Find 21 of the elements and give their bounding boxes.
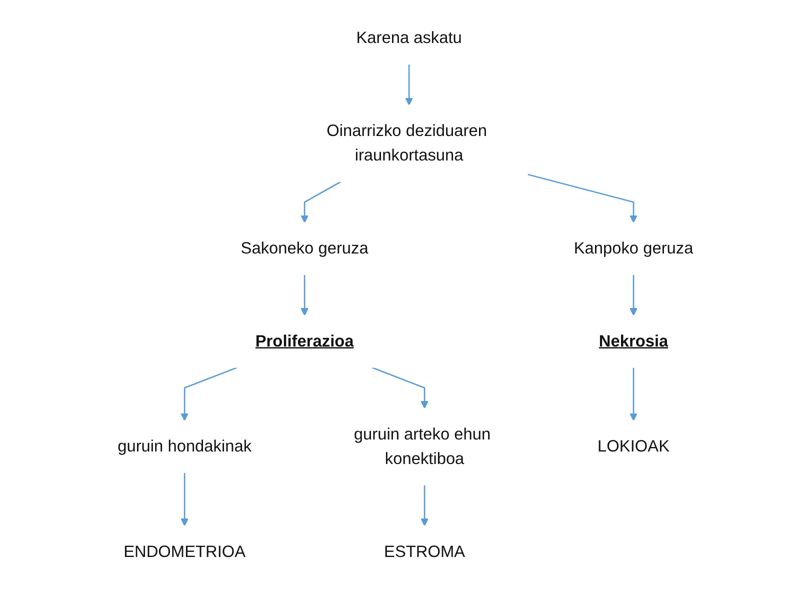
arrow	[404, 64, 413, 106]
arrow	[420, 484, 428, 526]
arrow	[629, 274, 638, 316]
arrow	[300, 181, 341, 223]
node-text: Karena askatu	[356, 28, 462, 47]
node-text: ENDOMETRIOA	[123, 542, 246, 560]
node-text: LOKIOAK	[597, 437, 670, 456]
node-text: Kanpoko geruza	[573, 238, 693, 258]
node-text: Proliferazioa	[254, 332, 354, 350]
arrow	[300, 274, 308, 316]
node-text: Nekrosia	[598, 332, 668, 350]
node-text: Sakoneko geruza	[240, 238, 368, 258]
arrow	[180, 472, 188, 526]
arrow	[526, 174, 638, 223]
node-text: guruin arteko ehun konektiboa	[354, 424, 490, 468]
arrow	[370, 366, 428, 409]
arrow	[180, 366, 238, 421]
node-text: ESTROMA	[384, 542, 465, 560]
node-text: Oinarrizko deziduaren iraunkortasuna	[326, 122, 487, 164]
arrow	[629, 367, 638, 421]
node-text: guruin hondakinak	[117, 437, 252, 456]
